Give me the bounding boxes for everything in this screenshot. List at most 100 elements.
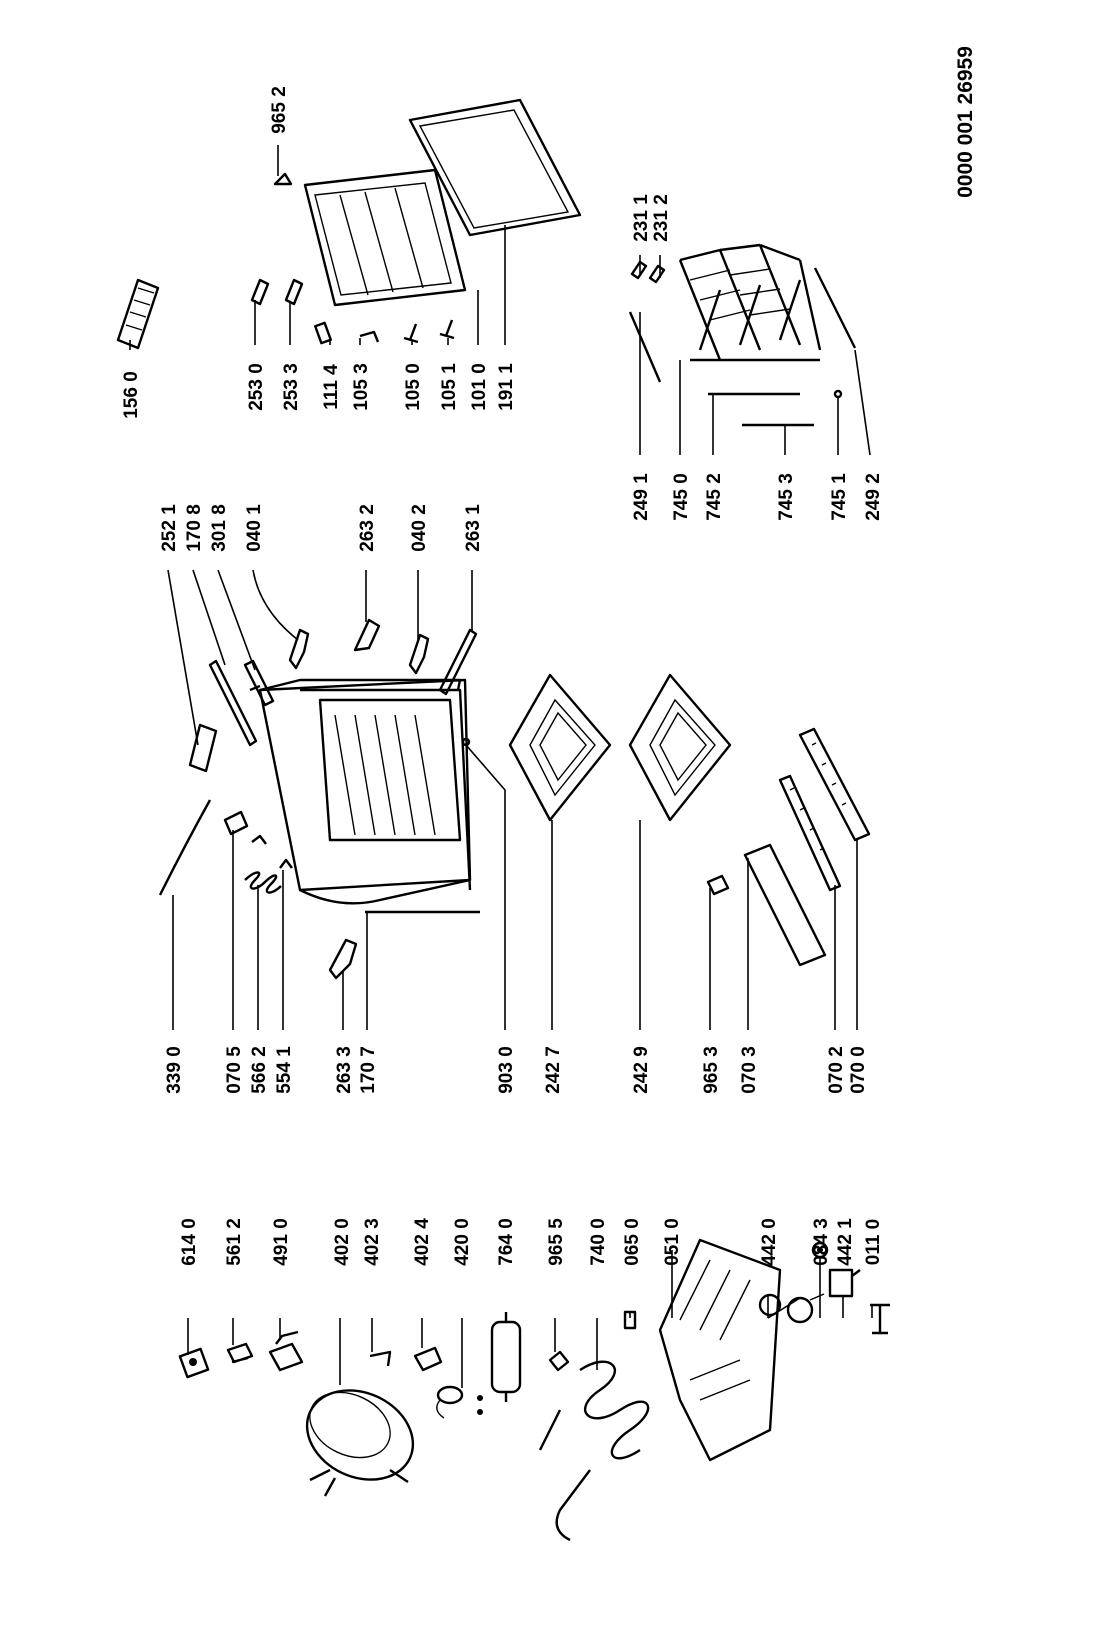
callout-231-1: 231 1 xyxy=(631,194,652,242)
callout-402-3: 402 3 xyxy=(362,1218,383,1266)
callout-051-0: 051 0 xyxy=(662,1218,683,1266)
part-420-0-capacitor xyxy=(436,1385,483,1419)
callout-labels: 614 0 561 2 491 0 402 0 402 3 402 4 420 … xyxy=(121,86,884,1266)
callout-561-2: 561 2 xyxy=(224,1218,245,1266)
callout-242-9: 242 9 xyxy=(631,1046,652,1094)
part-231-1-clip xyxy=(630,260,648,280)
callout-745-0: 745 0 xyxy=(671,473,692,521)
part-253-0-handle xyxy=(250,278,270,306)
part-740-0-condenser xyxy=(538,1360,650,1542)
part-745-1-pin xyxy=(833,389,843,399)
callout-253-0: 253 0 xyxy=(246,363,267,411)
callout-170-7: 170 7 xyxy=(358,1046,379,1094)
callout-105-1: 105 1 xyxy=(439,363,460,411)
callout-745-2: 745 2 xyxy=(704,473,725,521)
part-301-8-hinge xyxy=(243,659,275,707)
callout-965-3: 965 3 xyxy=(701,1046,722,1094)
part-249-1-strip xyxy=(628,311,662,383)
callout-253-3: 253 3 xyxy=(281,363,302,411)
callout-070-3: 070 3 xyxy=(739,1046,760,1094)
callout-084-3: 084 3 xyxy=(811,1218,832,1266)
part-105-0-screw xyxy=(403,323,419,344)
part-561-2-clamp xyxy=(226,1342,254,1364)
callout-011-0: 011 0 xyxy=(863,1219,884,1266)
part-040-2-hinge xyxy=(408,633,430,675)
callout-965-2: 965 2 xyxy=(269,86,290,134)
part-402-0-compressor xyxy=(305,1389,415,1497)
callout-442-0: 442 0 xyxy=(759,1218,780,1266)
part-070-2-panel xyxy=(778,774,842,892)
part-242-9-drawer xyxy=(628,673,732,822)
callout-170-8: 170 8 xyxy=(184,504,205,552)
part-339-0-seal-strip xyxy=(158,799,212,896)
callout-442-1: 442 1 xyxy=(835,1218,856,1266)
part-965-3-clip xyxy=(706,874,730,896)
callout-554-1: 554 1 xyxy=(274,1046,295,1094)
callout-105-3: 105 3 xyxy=(351,363,372,411)
callout-301-8: 301 8 xyxy=(209,504,230,552)
callout-249-1: 249 1 xyxy=(631,473,652,521)
part-442-1-bracket xyxy=(828,1268,861,1298)
part-566-2-spring xyxy=(244,834,282,894)
callout-065-0: 065 0 xyxy=(622,1218,643,1266)
callout-070-0: 070 0 xyxy=(848,1046,869,1094)
part-011-0-foot xyxy=(870,1303,890,1335)
part-253-3-hinge xyxy=(284,278,304,306)
part-101-0-door xyxy=(303,168,467,307)
callout-101-0: 101 0 xyxy=(469,363,490,411)
part-191-1-gasket xyxy=(408,98,582,237)
part-070-3-panel xyxy=(743,843,827,967)
part-070-0-panel xyxy=(798,727,871,842)
part-170-8-rail xyxy=(208,659,258,747)
callout-242-7: 242 7 xyxy=(543,1046,564,1094)
callout-070-5: 070 5 xyxy=(224,1046,245,1094)
callout-252-1: 252 1 xyxy=(159,504,180,552)
callout-040-2: 040 2 xyxy=(409,504,430,552)
part-263-1-handle xyxy=(438,628,478,696)
part-105-1-screw xyxy=(439,319,455,340)
callout-070-2: 070 2 xyxy=(826,1046,847,1094)
callout-231-2: 231 2 xyxy=(651,194,672,242)
callout-263-1: 263 1 xyxy=(463,504,484,552)
document-code: 0000 001 26959 xyxy=(954,46,977,198)
part-903-0-cabinet xyxy=(258,678,472,905)
callout-965-5: 965 5 xyxy=(546,1218,567,1266)
callout-566-2: 566 2 xyxy=(249,1046,270,1094)
part-111-4-latch xyxy=(314,321,332,345)
part-040-1-hinge xyxy=(288,628,310,670)
part-745-0-basket xyxy=(678,243,822,362)
callout-764-0: 764 0 xyxy=(496,1218,517,1266)
callout-040-1: 040 1 xyxy=(244,504,265,552)
part-402-4-bracket xyxy=(413,1346,443,1372)
callout-191-1: 191 1 xyxy=(496,363,517,411)
part-965-2-cap xyxy=(273,172,293,186)
part-614-0-relay xyxy=(178,1347,210,1379)
callout-339-0: 339 0 xyxy=(164,1046,185,1094)
part-105-3-part xyxy=(359,330,380,343)
callout-263-2: 263 2 xyxy=(357,504,378,552)
part-263-3-hinge xyxy=(328,938,358,980)
part-263-2-hinge xyxy=(353,618,381,652)
part-764-0-dryer xyxy=(490,1312,522,1402)
callout-111-4: 111 4 xyxy=(321,364,342,410)
callout-745-1: 745 1 xyxy=(829,473,850,521)
callout-249-2: 249 2 xyxy=(863,473,884,521)
part-156-0-ice-tray xyxy=(116,278,160,350)
callout-402-0: 402 0 xyxy=(332,1218,353,1266)
part-070-5-switch xyxy=(223,810,249,836)
parts-drawings xyxy=(116,98,890,1542)
part-491-0-cover xyxy=(268,1330,304,1372)
part-252-1-bracket xyxy=(188,723,218,773)
callout-491-0: 491 0 xyxy=(271,1218,292,1266)
leader-lines xyxy=(129,145,873,1388)
callout-156-0: 156 0 xyxy=(121,371,142,419)
callout-420-0: 420 0 xyxy=(452,1218,473,1266)
part-242-7-drawer xyxy=(508,673,612,822)
part-051-0-base-plate xyxy=(658,1238,782,1462)
callout-263-3: 263 3 xyxy=(334,1046,355,1094)
part-554-1-lamp xyxy=(279,858,293,869)
callout-614-0: 614 0 xyxy=(179,1218,200,1266)
callout-740-0: 740 0 xyxy=(588,1218,609,1266)
callout-402-4: 402 4 xyxy=(412,1218,433,1266)
